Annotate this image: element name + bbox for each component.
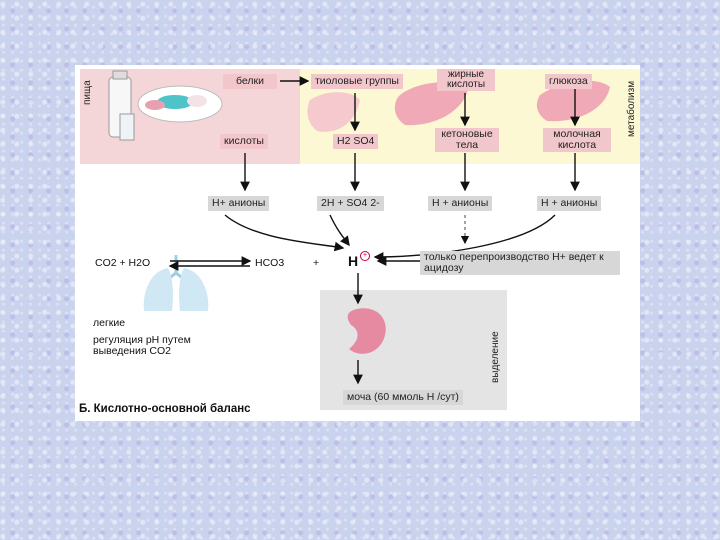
arrow-h4-center bbox=[373, 214, 556, 262]
plate-icon bbox=[137, 85, 223, 123]
arrow-h1-center bbox=[224, 214, 345, 252]
h-anions-4-label: H + анионы bbox=[537, 196, 602, 211]
arrow-h2-center bbox=[329, 214, 350, 247]
acids-label: кислоты bbox=[220, 134, 268, 149]
h-anions-1-label: H+ анионы bbox=[208, 196, 270, 211]
proteins-label: белки bbox=[223, 74, 277, 89]
kidney-icon bbox=[347, 308, 386, 354]
h2so4-label: H2 SO4 bbox=[333, 134, 379, 149]
excretion-vertical-label: выделение bbox=[490, 331, 501, 383]
diagram-caption: Б. Кислотно-основной баланс bbox=[79, 403, 251, 415]
h-center-label: H bbox=[348, 253, 359, 269]
diagram-slide: пища метаболизм выделение белки тиоловые… bbox=[75, 65, 640, 421]
urine-label: моча (60 ммоль H /сут) bbox=[343, 390, 463, 405]
regulation-label: регуляция рН путем выведения CO2 bbox=[93, 334, 191, 357]
co2-h2o-label: CO2 + H2O bbox=[95, 257, 151, 269]
hco3-label: HCO3 bbox=[255, 257, 285, 269]
food-vertical-label: пища bbox=[82, 80, 93, 105]
liver-icon-2 bbox=[536, 80, 610, 122]
h-anions-3-label: H + анионы bbox=[428, 196, 493, 211]
lactic-acid-label: молочная кислота bbox=[543, 128, 611, 152]
plus-label: + bbox=[313, 257, 320, 269]
glass-icon bbox=[119, 113, 135, 141]
arrows-layer bbox=[168, 76, 580, 385]
metabolism-vertical-label: метаболизм bbox=[626, 80, 637, 137]
h-center-plus-icon: + bbox=[360, 251, 370, 261]
liver-icon bbox=[394, 82, 468, 126]
ketone-bodies-label: кетоновые тела bbox=[435, 128, 499, 152]
thiol-groups-label: тиоловые группы bbox=[311, 74, 403, 89]
food-illustration bbox=[108, 70, 223, 141]
overproduction-note: только перепроизводство H+ ведет к ацидо… bbox=[420, 251, 620, 275]
lungs-label: легкие bbox=[93, 317, 126, 329]
glucose-label: глюкоза bbox=[545, 74, 592, 89]
fatty-acids-label: жирные кислоты bbox=[437, 69, 495, 91]
h-sulfate-label: 2H + SO4 2- bbox=[317, 196, 384, 211]
liver-icon-3 bbox=[307, 92, 360, 132]
